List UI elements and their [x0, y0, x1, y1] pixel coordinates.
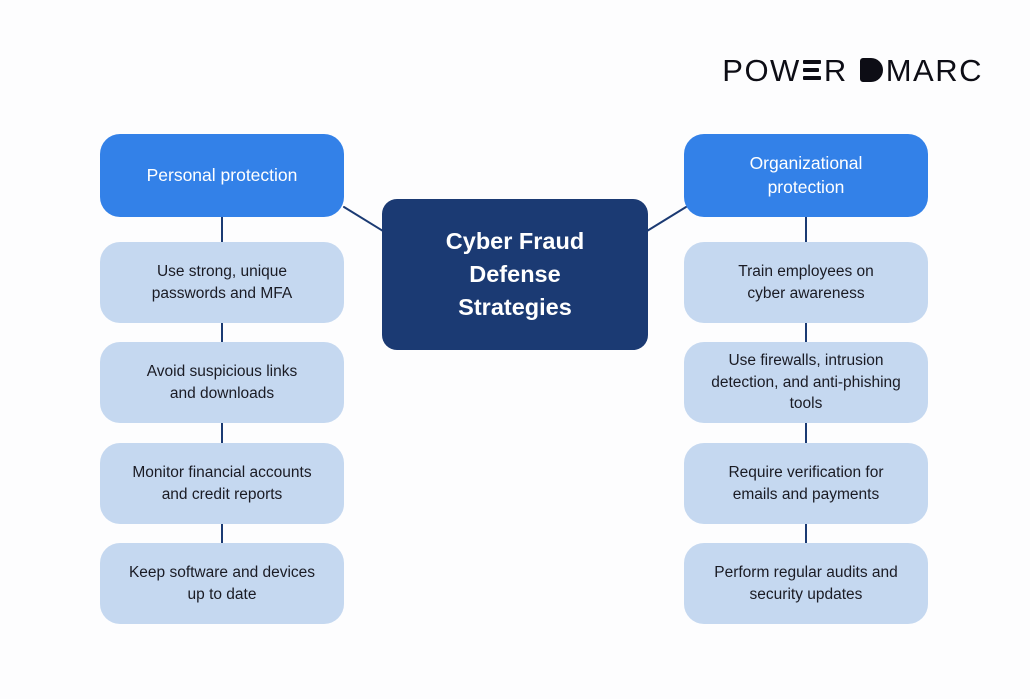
org-item-audits-updates: Perform regular audits and security upda…	[684, 543, 928, 624]
organizational-protection-header-node: Organizational protection	[684, 134, 928, 217]
brand-logo: POW R MARC	[722, 54, 983, 86]
logo-e-bars-icon	[802, 60, 821, 80]
logo-d-icon	[859, 58, 883, 82]
logo-text-marc: MARC	[885, 52, 983, 88]
personal-item-monitor-accounts: Monitor financial accounts and credit re…	[100, 443, 344, 524]
central-topic-node: Cyber Fraud Defense Strategies	[382, 199, 648, 350]
org-item-require-verification: Require verification for emails and paym…	[684, 443, 928, 524]
personal-item-update-software: Keep software and devices up to date	[100, 543, 344, 624]
personal-item-avoid-links: Avoid suspicious links and downloads	[100, 342, 344, 423]
logo-text-r: R	[823, 52, 848, 88]
logo-text-pow: POW	[722, 52, 801, 88]
personal-protection-header-node: Personal protection	[100, 134, 344, 217]
personal-item-passwords-mfa: Use strong, unique passwords and MFA	[100, 242, 344, 323]
org-item-firewalls-tools: Use firewalls, intrusion detection, and …	[684, 342, 928, 423]
org-item-train-employees: Train employees on cyber awareness	[684, 242, 928, 323]
